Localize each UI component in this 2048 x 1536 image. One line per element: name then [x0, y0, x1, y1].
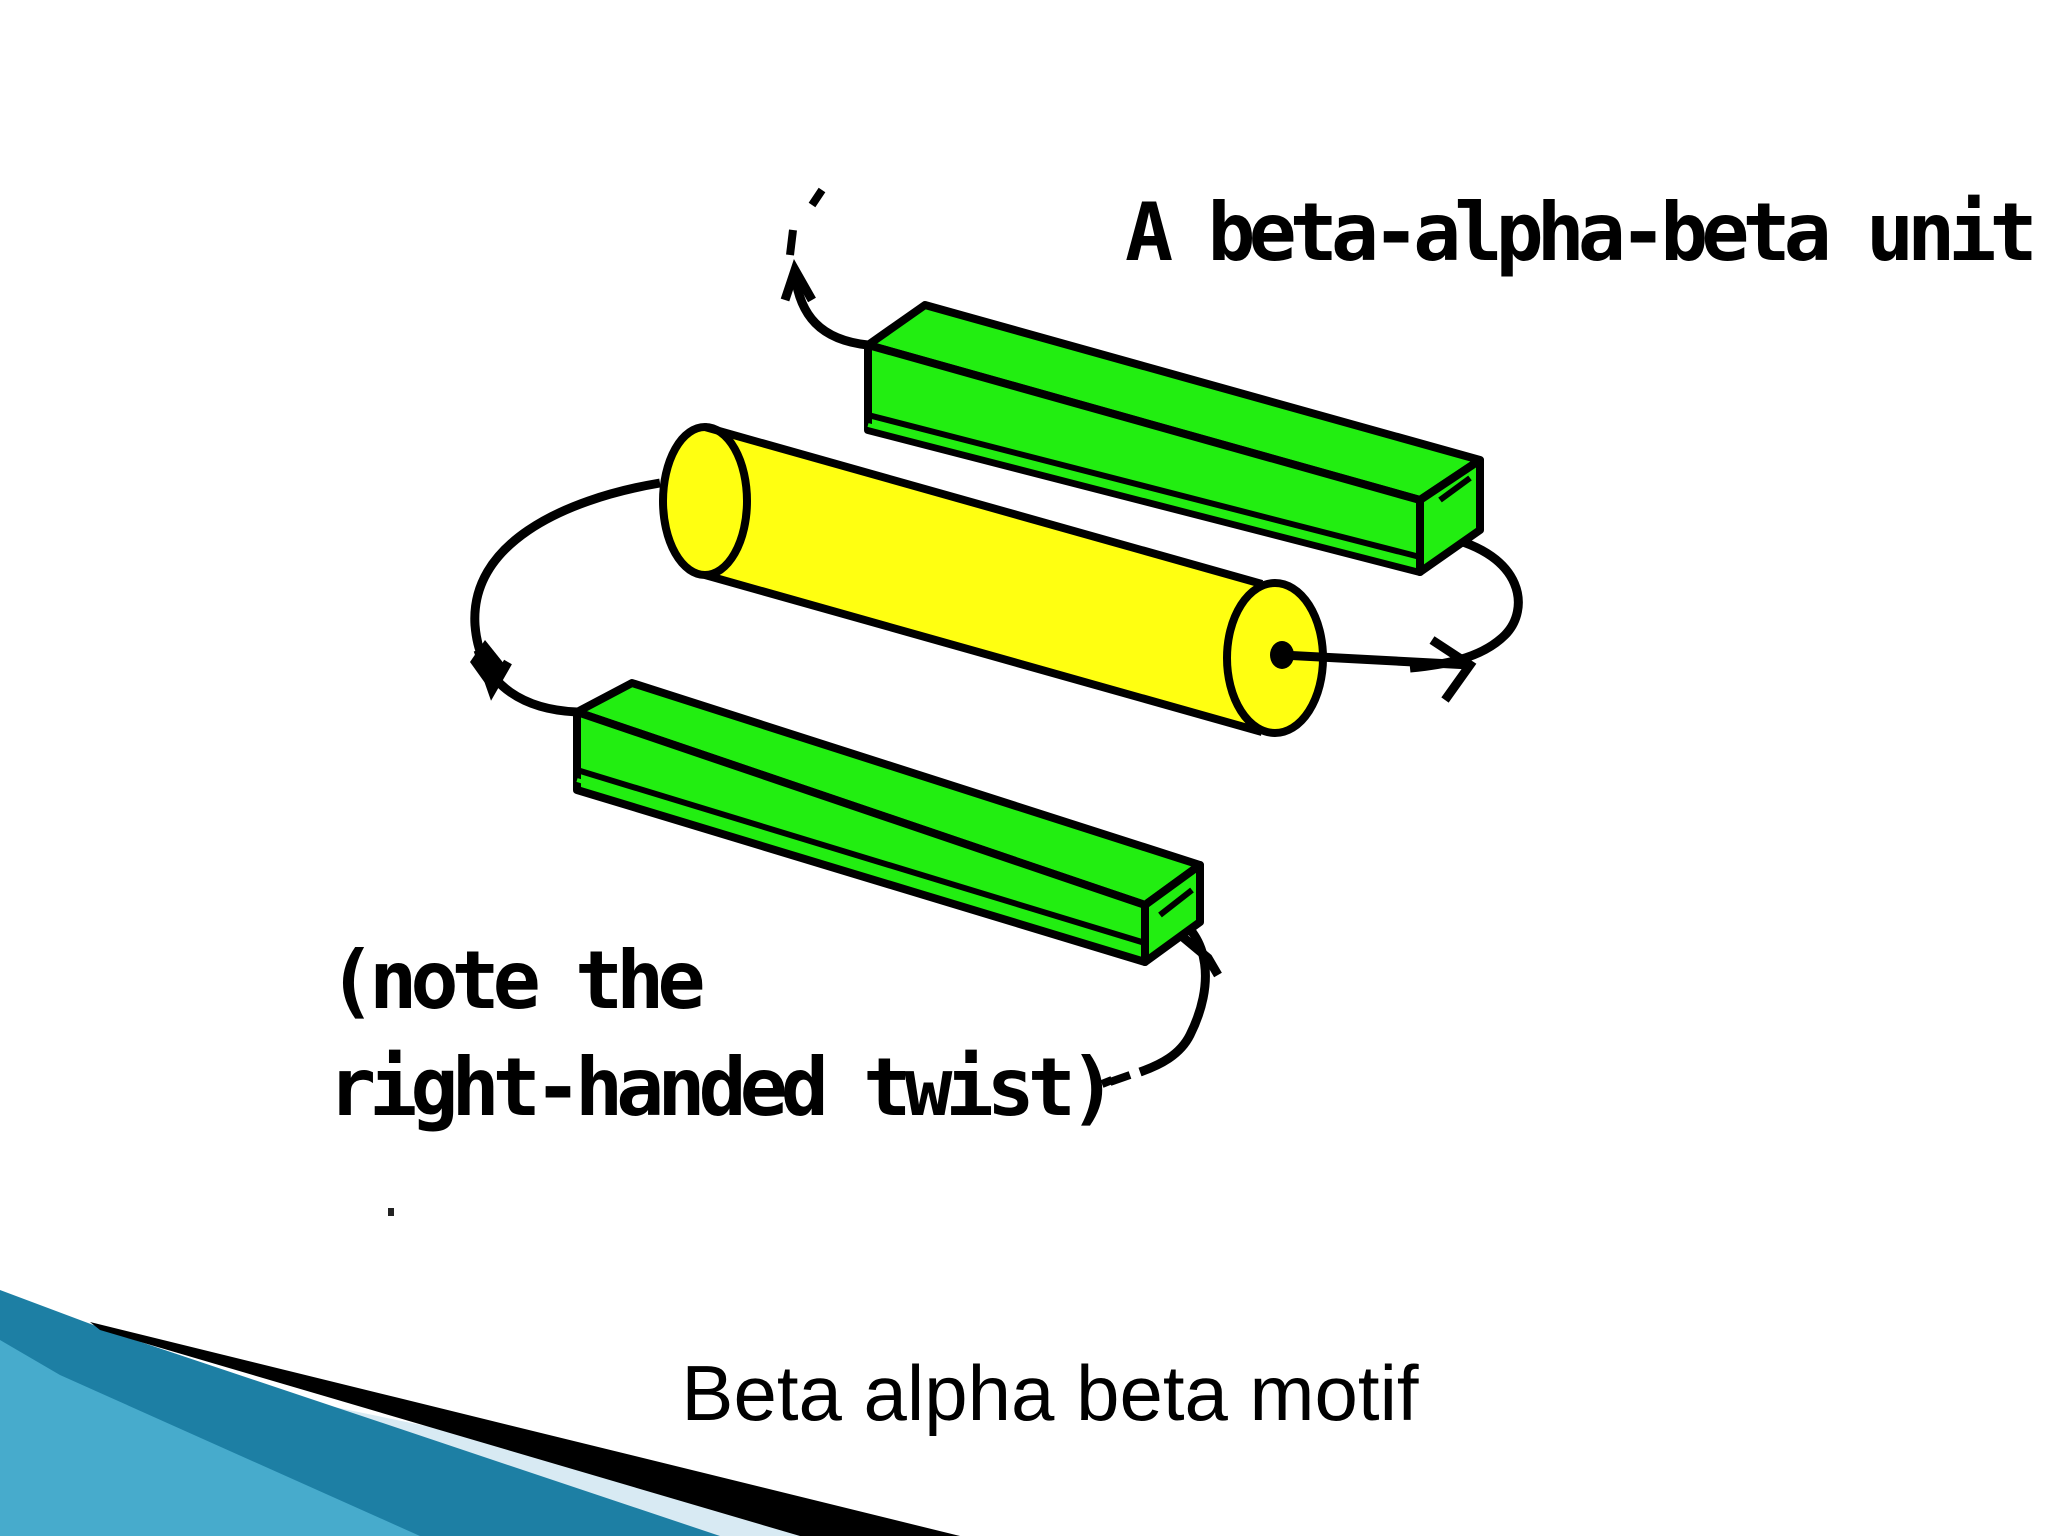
loop-exit-arrow — [780, 187, 869, 350]
diagram-title-label: A beta-alpha-beta unit — [1125, 186, 2031, 279]
beta-strand-bottom — [573, 679, 1204, 966]
note-line-2: right-handed twist) — [328, 1041, 1110, 1134]
slide-caption: Beta alpha beta motif — [681, 1349, 1419, 1437]
speck — [388, 1208, 394, 1216]
slide-decoration — [0, 1290, 960, 1536]
alpha-helix — [659, 423, 1477, 737]
beta-strand-top — [864, 301, 1484, 576]
loop-helix-to-lower-strand — [470, 478, 661, 717]
note-line-1: (note the — [328, 934, 702, 1027]
